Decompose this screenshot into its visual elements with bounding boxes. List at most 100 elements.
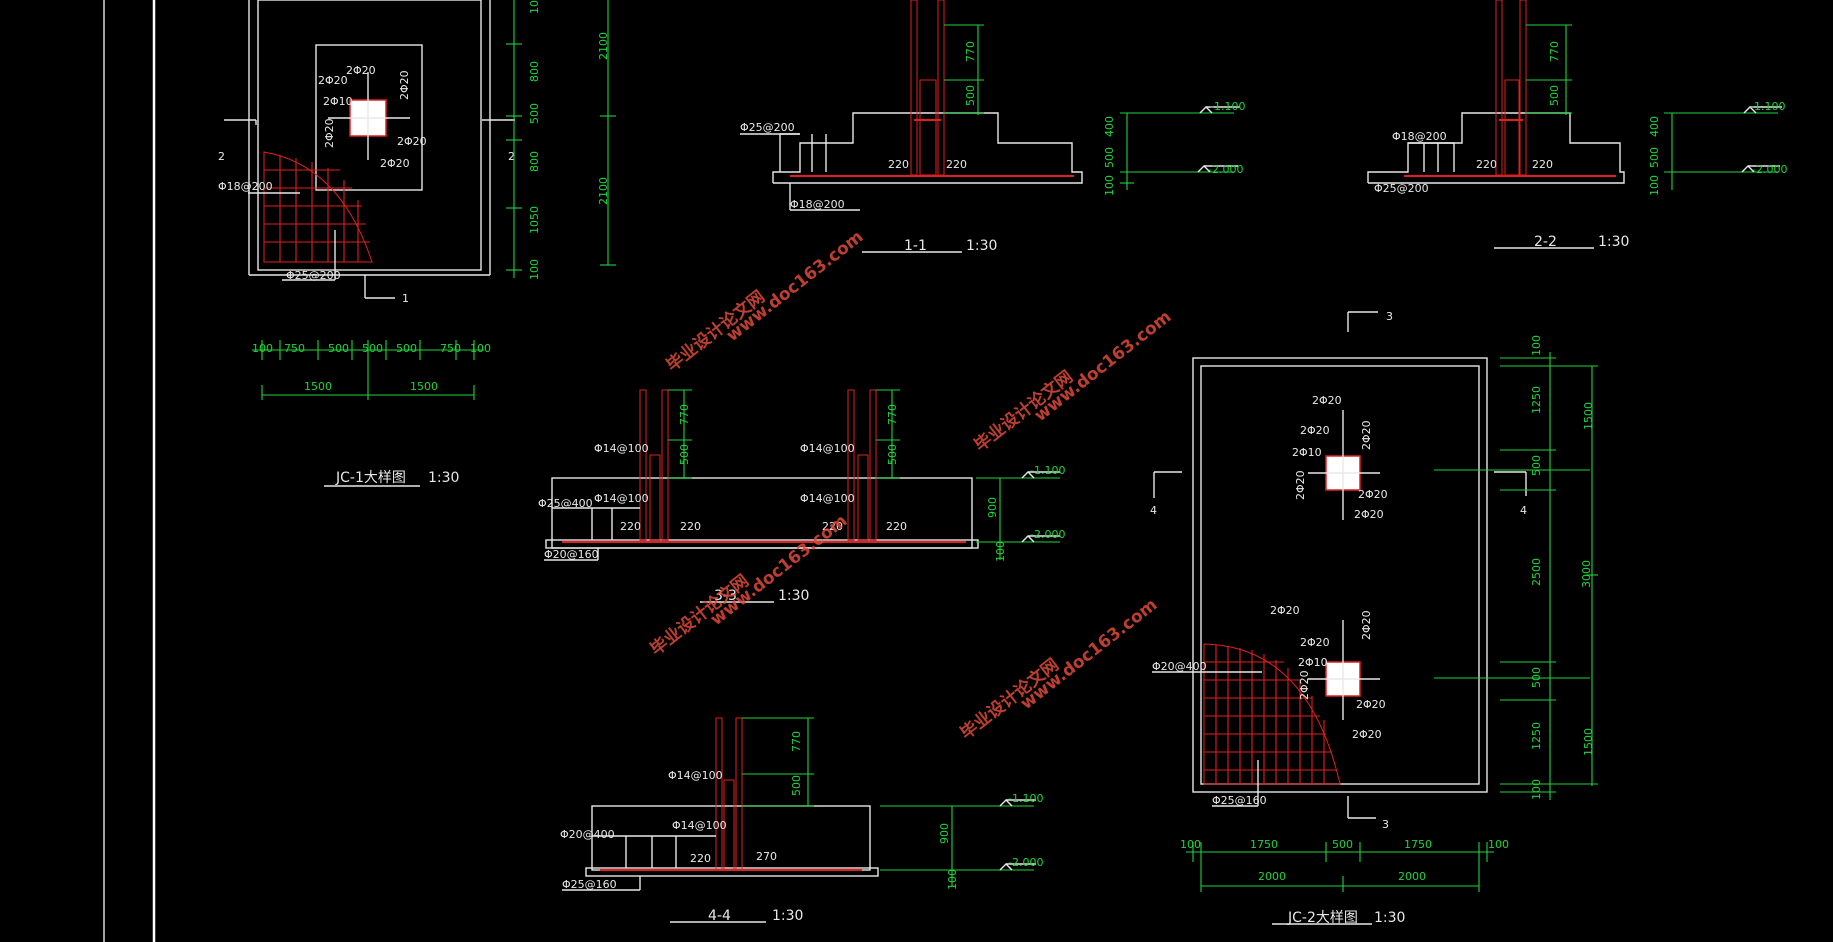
drawing-label: 2Φ20 (1356, 698, 1386, 711)
drawing-label: 2100 (597, 177, 610, 205)
drawing-label: 3 (1382, 818, 1389, 831)
jc1-title: JC-1大样图 (335, 470, 406, 486)
drawing-label: Φ25@200 (286, 269, 341, 282)
drawing-label: Φ14@100 (800, 442, 855, 455)
drawing-label: 500 (964, 85, 977, 106)
drawing-label: 100 (1648, 175, 1661, 196)
drawing-label: 4 (1150, 504, 1157, 517)
drawing-label: 220 (822, 520, 843, 533)
drawing-label: 2Φ20 (1298, 670, 1311, 700)
drawing-label: 2Φ20 (398, 70, 411, 100)
drawing-label: 1050 (528, 206, 541, 234)
drawing-label: 500 (328, 342, 349, 355)
drawing-label: 2Φ20 (1270, 604, 1300, 617)
drawing-label: 500 (396, 342, 417, 355)
drawing-label: 1500 (1582, 728, 1595, 756)
drawing-label: 1500 (1582, 402, 1595, 430)
drawing-label: 1250 (1530, 722, 1543, 750)
drawing-label: 900 (938, 823, 951, 844)
drawing-label: 800 (528, 61, 541, 82)
drawing-label: 1:30 (778, 588, 809, 604)
drawing-label: 2Φ20 (1312, 394, 1342, 407)
drawing-label: 500 (1548, 85, 1561, 106)
jc2-plan: 3 3 4 4 2Φ20 2Φ20 2Φ10 2Φ20 2Φ20 2Φ20 2Φ… (1150, 310, 1598, 926)
drawing-label: 2Φ10 (1292, 446, 1322, 459)
drawing-label: 1500 (304, 380, 332, 393)
drawing-label: Φ25@160 (562, 878, 617, 891)
section-1-1-title: 1-1 (904, 238, 927, 254)
section-1-1: 220 220 Φ25@200 Φ18@200 770 500 400 500 … (740, 0, 1245, 254)
section-2-2-title: 2-2 (1534, 234, 1557, 250)
drawing-label: 2 (218, 150, 225, 163)
drawing-label: 2Φ20 (1354, 508, 1384, 521)
drawing-label: -1.100 (1008, 792, 1043, 805)
drawing-label: 220 (690, 852, 711, 865)
drawing-label: 2Φ10 (323, 95, 353, 108)
drawing-label: 2Φ20 (1358, 488, 1388, 501)
drawing-label: Φ20@400 (1152, 660, 1207, 673)
drawing-label: 770 (964, 41, 977, 62)
drawing-label: 2000 (1258, 870, 1286, 883)
drawing-label: www.doc163.com (1031, 307, 1176, 426)
drawing-label: 2100 (597, 32, 610, 60)
drawing-label: 1:30 (966, 238, 997, 254)
drawing-label: 220 (946, 158, 967, 171)
drawing-label: 100 (1488, 838, 1509, 851)
watermarks: 毕业设计论文网 www.doc163.com 毕业设计论文网 www.doc16… (646, 227, 1175, 744)
drawing-label: 220 (1532, 158, 1553, 171)
drawing-label: 1:30 (1598, 234, 1629, 250)
drawing-label: 100 (1180, 838, 1201, 851)
drawing-label: 750 (284, 342, 305, 355)
drawing-label: 2Φ20 (1352, 728, 1382, 741)
jc1-plan: 2 2 1 Φ18@200 Φ25@200 2Φ20 2Φ20 2Φ10 2Φ2… (218, 0, 616, 487)
drawing-label: 1:30 (428, 470, 459, 486)
drawing-label: -2.000 (1208, 163, 1243, 176)
drawing-label: www.doc163.com (723, 227, 868, 346)
drawing-label: 100 (528, 259, 541, 280)
drawing-label: 500 (1648, 147, 1661, 168)
drawing-label: -1.100 (1030, 464, 1065, 477)
drawing-label: 100 (1530, 779, 1543, 800)
drawing-label: 1050 (528, 0, 541, 14)
drawing-label: 220 (620, 520, 641, 533)
drawing-label: Φ14@100 (594, 442, 649, 455)
drawing-label: 800 (528, 151, 541, 172)
drawing-label: 1 (402, 292, 409, 305)
drawing-label: 1750 (1250, 838, 1278, 851)
drawing-label: Φ18@200 (1392, 130, 1447, 143)
drawing-label: 750 (440, 342, 461, 355)
drawing-label: 4 (1520, 504, 1527, 517)
drawing-label: www.doc163.com (707, 511, 852, 630)
drawing-label: Φ25@200 (1374, 182, 1429, 195)
jc1-outline (257, 0, 482, 271)
section-3-3-title: 3-3 (714, 588, 737, 604)
drawing-label: 500 (886, 444, 899, 465)
drawing-label: 2Φ20 (1294, 470, 1307, 500)
drawing-label: Φ20@160 (544, 548, 599, 561)
drawing-label: -2.000 (1030, 528, 1065, 541)
drawing-label: 100 (470, 342, 491, 355)
drawing-label: 2Φ20 (346, 64, 376, 77)
drawing-label: 100 (252, 342, 273, 355)
drawing-label: -1.100 (1210, 100, 1245, 113)
drawing-label: 500 (528, 103, 541, 124)
drawing-label: 2Φ20 (1300, 424, 1330, 437)
drawing-label: 2Φ20 (397, 135, 427, 148)
drawing-label: -2.000 (1008, 856, 1043, 869)
drawing-label: Φ18@200 (218, 180, 273, 193)
drawing-label: 900 (986, 497, 999, 518)
drawing-label: Φ25@200 (740, 121, 795, 134)
section-2-2: Φ18@200 Φ25@200 220 220 770 500 400 500 … (1367, 0, 1787, 250)
section-3-3: Φ14@100 Φ14@100 Φ14@100 Φ14@100 Φ25@400 … (538, 389, 1065, 604)
drawing-label: 100 (1103, 175, 1116, 196)
drawing-label: 270 (756, 850, 777, 863)
drawing-label: 2Φ20 (380, 157, 410, 170)
drawing-label: Φ25@400 (538, 497, 593, 510)
drawing-label: 2Φ20 (1300, 636, 1330, 649)
drawing-label: 2Φ20 (1360, 610, 1373, 640)
drawing-label: 1:30 (772, 908, 803, 924)
drawing-label: -1.100 (1750, 100, 1785, 113)
drawing-label: 1500 (410, 380, 438, 393)
drawing-label: 770 (1548, 41, 1561, 62)
